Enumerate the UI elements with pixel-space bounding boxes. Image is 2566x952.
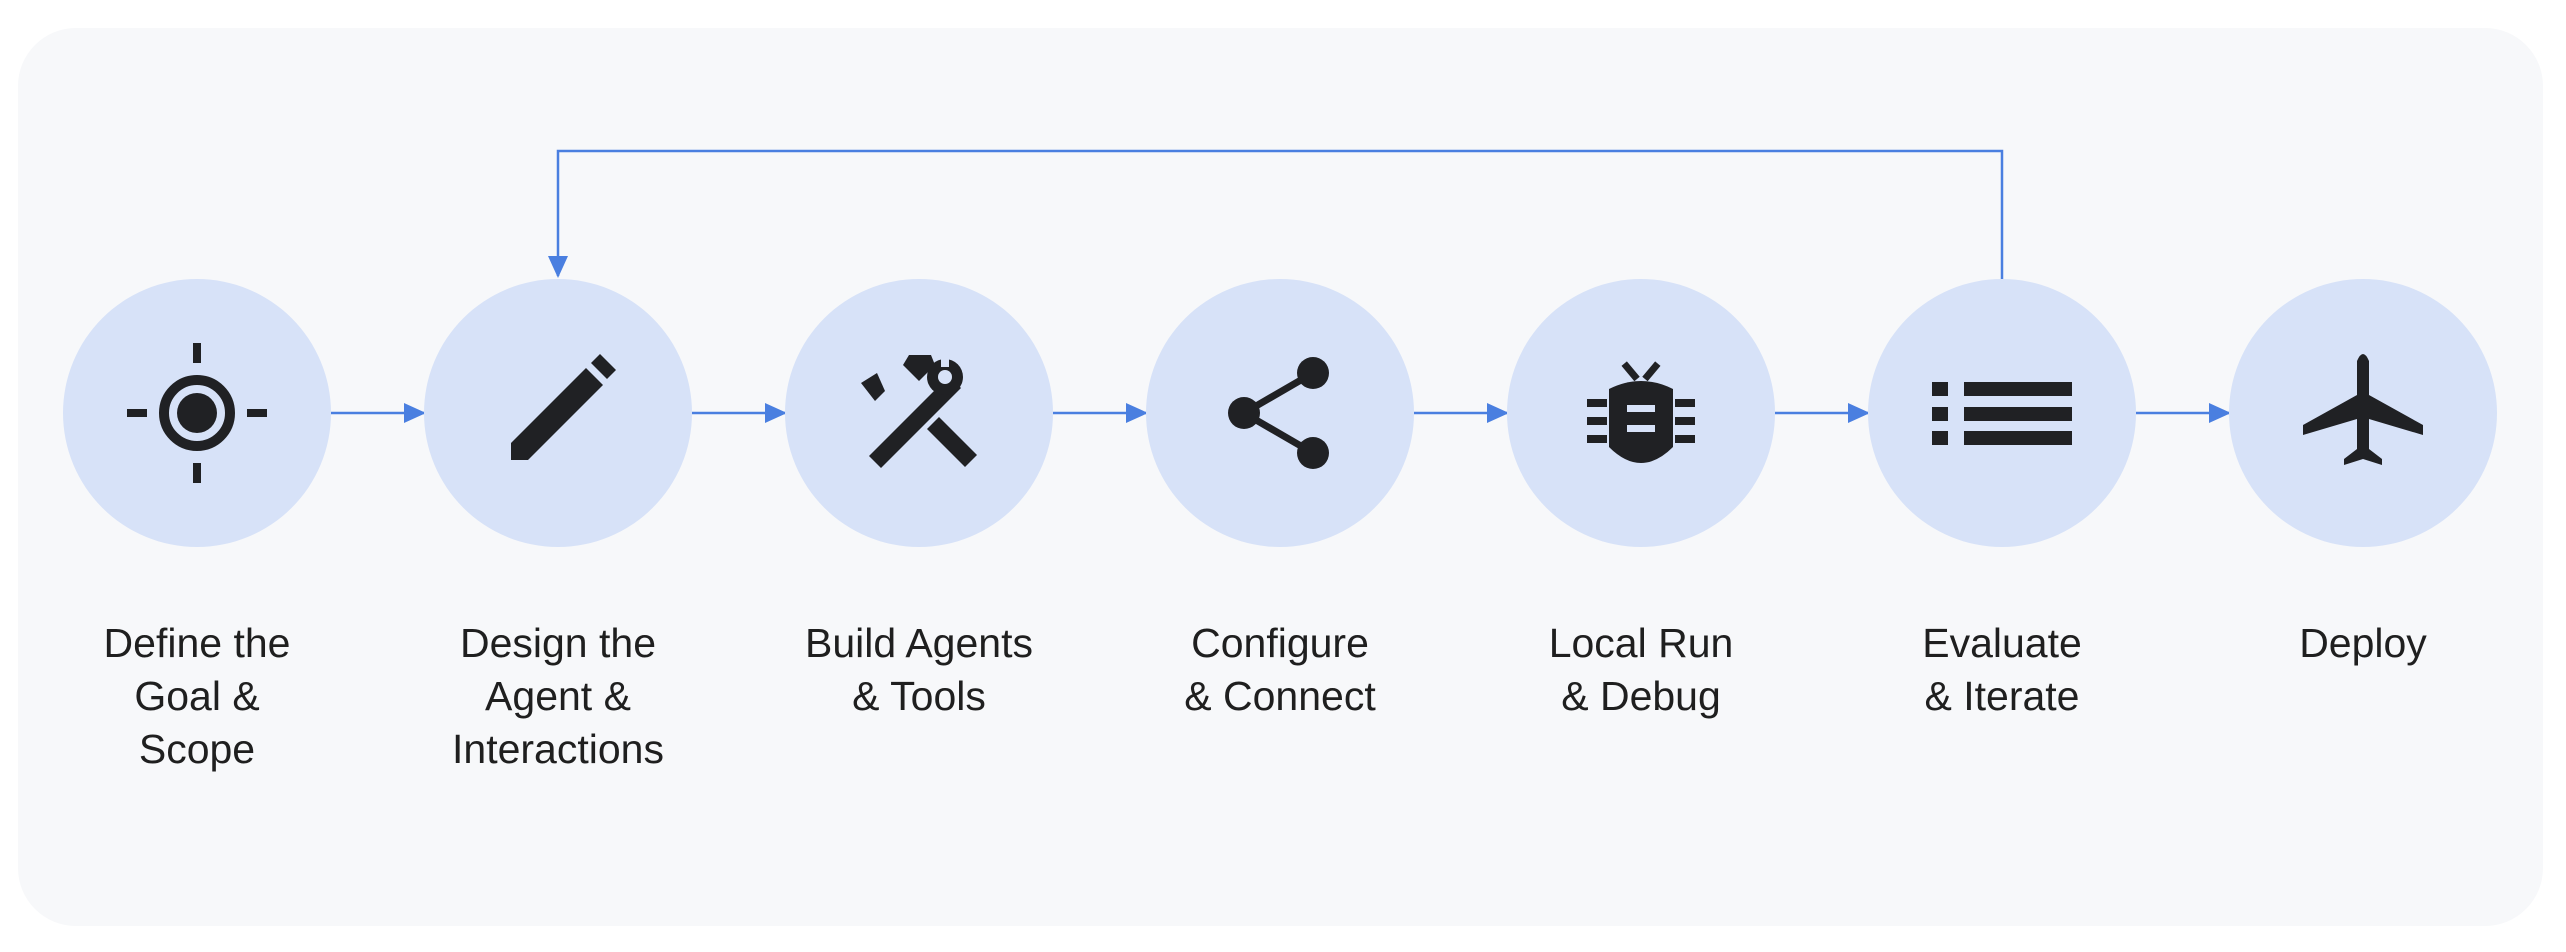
step-2-label: Design the Agent & Interactions — [398, 617, 718, 776]
bug-icon — [1587, 361, 1695, 463]
pencil-icon — [511, 354, 616, 460]
step-2-label-line-3: Interactions — [452, 726, 664, 772]
step-7-label: Deploy — [2203, 617, 2523, 670]
step-3-label-line-2: & Tools — [852, 673, 986, 719]
step-7-circle — [2229, 279, 2497, 547]
step-4-circle — [1146, 279, 1414, 547]
list-icon — [1932, 382, 2072, 445]
step-1-label-line-3: Scope — [138, 726, 256, 772]
step-2-label-line-2: Agent & — [485, 673, 631, 719]
step-1-label: Define the Goal & Scope — [37, 617, 357, 776]
step-4-label-line-1: Configure — [1191, 620, 1369, 666]
step-1-label-line-2: Goal & — [134, 673, 260, 719]
step-5-label-line-1: Local Run — [1548, 620, 1734, 666]
share-icon — [1228, 357, 1329, 469]
step-6-label: Evaluate & Iterate — [1842, 617, 2162, 723]
step-5-label-line-2: & Debug — [1561, 673, 1721, 719]
step-1-circle — [63, 279, 331, 547]
step-4-label-line-2: & Connect — [1184, 673, 1376, 719]
step-2-circle — [424, 279, 692, 547]
step-5-label: Local Run & Debug — [1481, 617, 1801, 723]
step-5-circle — [1507, 279, 1775, 547]
step-3-circle — [785, 279, 1053, 547]
step-2-label-line-1: Design the — [459, 620, 656, 666]
airplane-icon — [2303, 354, 2423, 465]
step-4-label: Configure & Connect — [1120, 617, 1440, 723]
step-6-label-line-2: & Iterate — [1924, 673, 2080, 719]
target-icon — [127, 343, 267, 483]
step-3-label: Build Agents & Tools — [759, 617, 1079, 723]
tools-icon — [861, 355, 977, 468]
step-1-label-line-1: Define the — [103, 620, 291, 666]
step-6-label-line-1: Evaluate — [1922, 620, 2082, 666]
step-3-label-line-1: Build Agents — [805, 620, 1033, 666]
step-6-circle — [1868, 279, 2136, 547]
step-7-label-line-1: Deploy — [2299, 620, 2427, 666]
